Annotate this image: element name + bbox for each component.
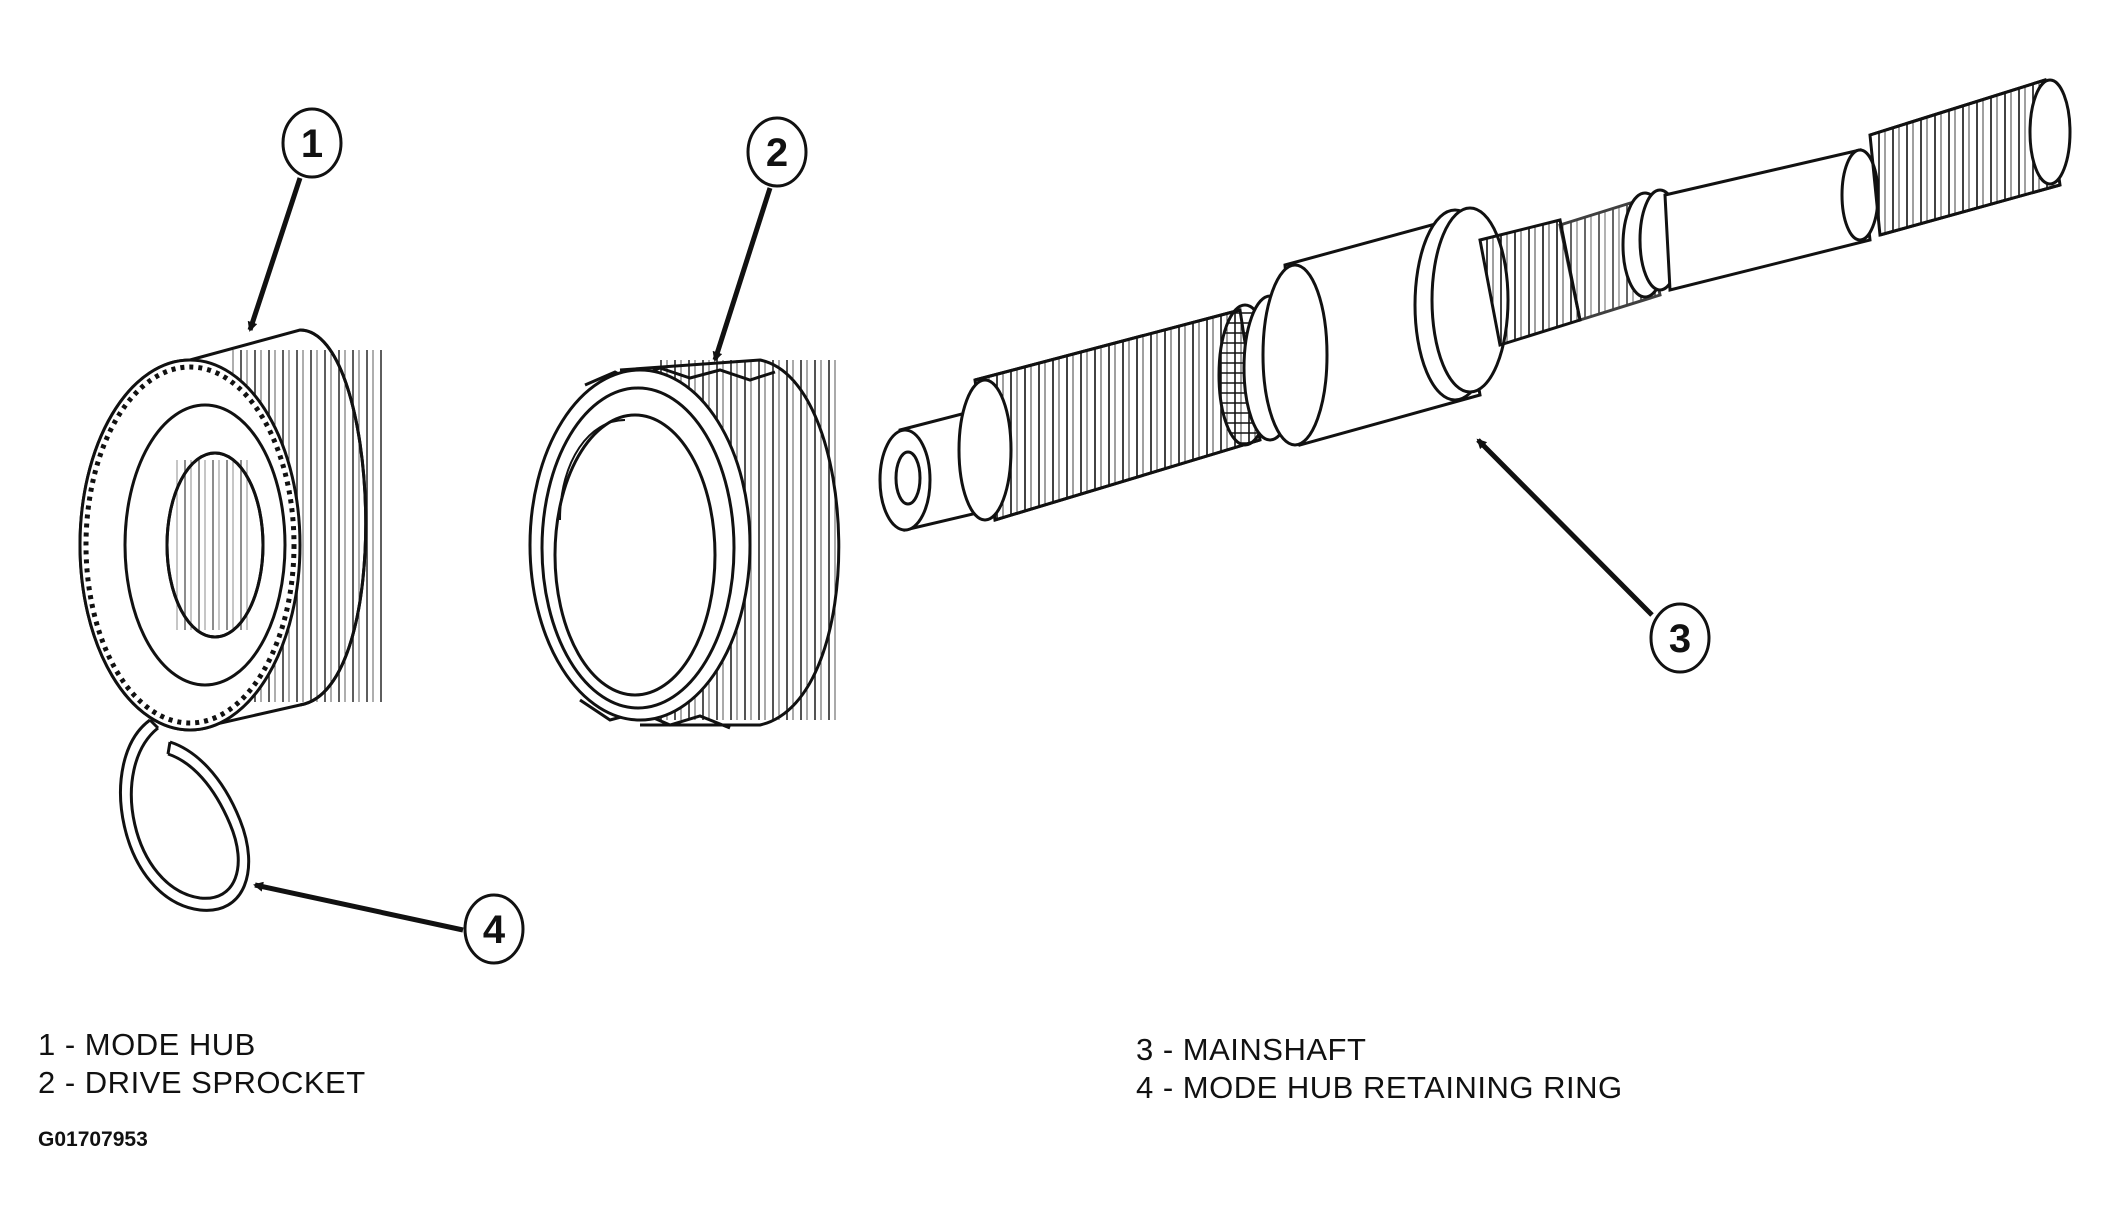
legend-item-retaining-ring: 4 - MODE HUB RETAINING RING (1136, 1070, 1623, 1105)
figure-id: G01707953 (38, 1128, 148, 1151)
legend-right: 3 - MAINSHAFT 4 - MODE HUB RETAINING RIN… (1136, 1031, 1623, 1107)
callout-2-label: 2 (766, 131, 788, 175)
legend-item-mode-hub: 1 - MODE HUB (38, 1027, 256, 1062)
mode-hub-part (78, 328, 382, 732)
legend-item-drive-sprocket: 2 - DRIVE SPROCKET (38, 1065, 366, 1100)
callout-4-label: 4 (483, 908, 506, 952)
leader-2 (712, 187, 773, 362)
drive-sprocket-part (528, 358, 841, 730)
callout-3: 3 (1649, 602, 1711, 674)
callout-1-label: 1 (301, 122, 323, 166)
legend-left: 1 - MODE HUB 2 - DRIVE SPROCKET (38, 1026, 366, 1102)
callout-2: 2 (746, 116, 808, 188)
callout-3-label: 3 (1669, 617, 1691, 661)
leader-1 (247, 177, 303, 332)
callout-leaders (247, 177, 1654, 933)
retaining-ring-part (119, 718, 251, 912)
legend-item-mainshaft: 3 - MAINSHAFT (1136, 1032, 1367, 1067)
callout-4: 4 (463, 893, 525, 965)
mainshaft-part (878, 78, 2072, 532)
leader-3 (1476, 438, 1654, 617)
leader-4 (253, 881, 464, 933)
callout-1: 1 (281, 107, 343, 179)
